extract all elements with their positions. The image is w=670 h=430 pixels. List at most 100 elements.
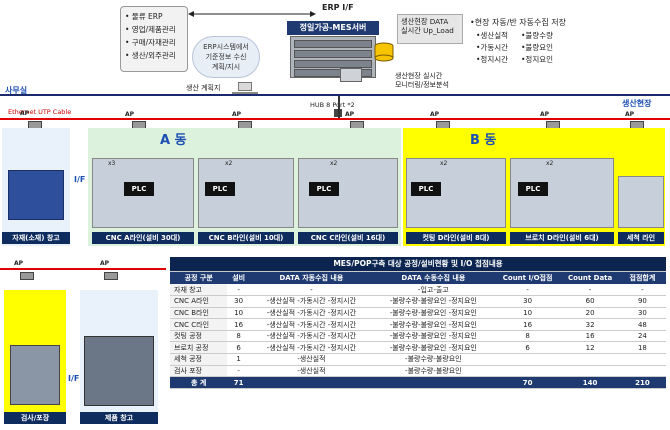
erp-item: • 영업/제품관리 — [125, 25, 176, 34]
table-cell — [618, 365, 666, 378]
table-cell: 30 — [618, 307, 666, 320]
ethernet-label: Ethernet UTP Cable — [8, 108, 72, 116]
total-cell: 71 — [227, 376, 250, 389]
table-cell: 48 — [618, 318, 666, 331]
table-header: 접점합계 — [618, 271, 666, 284]
line-label-product: 제품 창고 — [80, 412, 158, 424]
cloud-line: 기준정보 수신 — [205, 53, 247, 61]
line-label-broach: 브로치 D라인(설비 6대) — [510, 232, 614, 244]
auto-item: •정지시간 — [476, 55, 509, 64]
plc-label: PLC — [309, 182, 339, 196]
table-cell: -불량수량-불량요인 — [372, 365, 494, 378]
broach-machines — [510, 158, 614, 228]
ap-label: AP — [430, 111, 440, 118]
auto-item: •불량요인 — [521, 43, 554, 52]
table-cell: 1 — [227, 353, 250, 366]
erp-item: • 구매/자재관리 — [125, 38, 176, 47]
table-cell: 30 — [227, 295, 250, 308]
table-cell: 브로치 공정 — [170, 341, 228, 355]
multiplier-label: x2 — [546, 160, 554, 167]
io-table: MES/POP구축 대상 공정/설비현황 및 I/O 접점내용 공정 구분 설비… — [170, 257, 666, 389]
table-header: Count Data — [561, 271, 619, 284]
erp-item: • 생산/외주관리 — [125, 51, 176, 60]
multiplier-label: x2 — [440, 160, 448, 167]
zone-a-title: A 동 — [160, 133, 187, 148]
table-row: 자재 창고---입고-출고--- — [170, 284, 666, 297]
table-cell: 16 — [227, 318, 250, 331]
table-cell: - — [493, 284, 562, 297]
plc-label: PLC — [518, 182, 548, 196]
office-label: 사무실 — [5, 86, 28, 95]
table-cell: 8 — [227, 330, 250, 343]
table-cell: 자재 창고 — [170, 284, 228, 297]
monitor-line: 생산현장 실시간 — [395, 72, 443, 80]
line-label-inspect: 검사/포장 — [4, 412, 66, 424]
product-warehouse-image — [84, 336, 154, 406]
plc-label: PLC — [205, 182, 235, 196]
office-network-line — [0, 94, 670, 96]
line-label-cutting: 컷팅 D라인(설비 8대) — [406, 232, 506, 244]
total-cell: 총 계 — [170, 376, 228, 389]
ap-label: AP — [125, 111, 135, 118]
table-cell: - — [618, 284, 666, 297]
table-cell: 18 — [618, 341, 666, 355]
access-point-icon — [104, 272, 118, 280]
table-cell: 60 — [561, 295, 619, 308]
table-cell: 10 — [227, 307, 250, 320]
table-cell: 30 — [493, 295, 562, 308]
table-cell: 32 — [561, 318, 619, 331]
plc-label: PLC — [124, 182, 154, 196]
table-cell: -생산실적 -가동시간 -정지시간 — [249, 330, 373, 343]
auto-item: •생산실적 — [476, 31, 509, 40]
table-cell: -생산실적 -가동시간 -정지시간 — [249, 318, 373, 331]
field-label: 생산현장 — [622, 99, 652, 108]
multiplier-label: x2 — [330, 160, 338, 167]
total-cell: 70 — [493, 376, 562, 389]
ap-label: AP — [100, 260, 110, 267]
erp-item: • 물류 ERP — [125, 12, 163, 21]
table-cell: -불량수량-불량요인 -정지요인 — [372, 307, 494, 320]
data-box-line: 실시간 Up_Load — [401, 26, 454, 35]
cloud-line: 계획/지시 — [211, 63, 241, 71]
server-rack — [294, 60, 372, 68]
table-cell: - — [227, 284, 250, 297]
data-box-line: 생산현장 DATA — [401, 17, 449, 26]
table-cell: -생산실적 — [249, 353, 373, 366]
table-cell: -불량수량-불량요인 — [372, 353, 494, 366]
table-cell: CNC C라인 — [170, 318, 228, 331]
total-cell: 140 — [561, 376, 619, 389]
plc-label: PLC — [411, 182, 441, 196]
table-title: MES/POP구축 대상 공정/설비현황 및 I/O 접점내용 — [170, 257, 666, 272]
table-cell: 12 — [561, 341, 619, 355]
ethernet-line — [0, 118, 670, 120]
mes-server-title: 정일가공-MES서버 — [287, 21, 379, 35]
if-label-lower: I/F — [68, 374, 80, 383]
table-cell — [493, 353, 562, 366]
if-label: I/F — [74, 175, 86, 184]
table-cell — [618, 353, 666, 366]
line-label-material: 자재(소재) 창고 — [2, 232, 70, 244]
material-bins-icon — [8, 170, 64, 220]
ap-label: AP — [625, 111, 635, 118]
table-cell: 6 — [227, 341, 250, 355]
cloud-line: ERP시스템에서 — [203, 43, 249, 51]
line-label-cnc-a: CNC A라인(설비 30대) — [92, 232, 194, 244]
ap-label: AP — [345, 111, 355, 118]
table-cell: 20 — [561, 307, 619, 320]
auto-collect-title: •현장 자동/반 자동수집 저장 — [470, 18, 567, 27]
table-cell: 6 — [493, 341, 562, 355]
total-cell — [372, 376, 494, 389]
line-label-cnc-c: CNC C라인(설비 16대) — [298, 232, 398, 244]
auto-item: •정지요인 — [521, 55, 554, 64]
hub-label: HUB 8 Port *2 — [310, 101, 355, 109]
erp-if-arrow — [188, 11, 316, 17]
table-cell: CNC A라인 — [170, 295, 228, 308]
total-cell — [249, 376, 373, 389]
multiplier-label: x2 — [225, 160, 233, 167]
hub-link — [338, 96, 340, 118]
access-point-icon — [20, 272, 34, 280]
database-icon — [374, 42, 394, 62]
